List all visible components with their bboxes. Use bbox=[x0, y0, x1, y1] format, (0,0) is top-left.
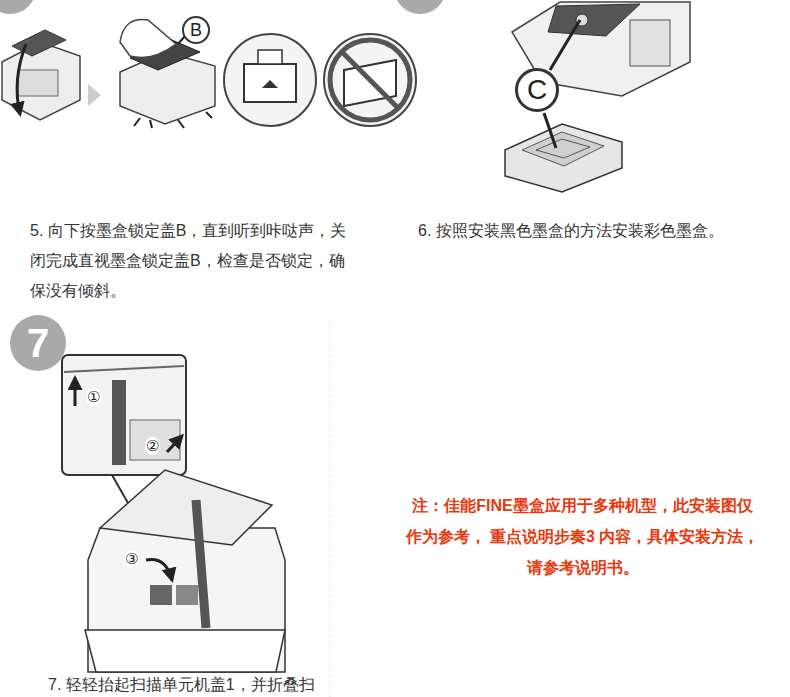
inner-part bbox=[130, 420, 180, 460]
callout-circle: B bbox=[182, 16, 210, 44]
scanner-cover bbox=[100, 470, 272, 545]
cartridge-slot bbox=[630, 20, 670, 66]
magnifier bbox=[224, 34, 316, 126]
step-badge: 7 bbox=[10, 315, 66, 371]
motion-arrow bbox=[17, 44, 26, 114]
lock-cover bbox=[12, 30, 66, 56]
prohibit-ring bbox=[330, 40, 410, 120]
cartridge bbox=[176, 585, 198, 605]
separator bbox=[330, 320, 331, 697]
callout-letter: C bbox=[527, 76, 547, 104]
magnifier bbox=[324, 34, 416, 126]
support-pole bbox=[196, 500, 206, 628]
motion-arrow bbox=[146, 559, 172, 580]
step-text: 6. 按照安装黑色墨盒的方法安装彩色墨盒。 bbox=[418, 216, 748, 246]
leader-line bbox=[550, 20, 580, 70]
paper-tray bbox=[85, 630, 285, 672]
motion-arrow bbox=[74, 378, 77, 406]
step-badge-partial bbox=[0, 0, 36, 14]
cartridge bbox=[150, 585, 172, 605]
lock-tab bbox=[258, 50, 282, 64]
step-text: 5. 向下按墨盒锁定盖B，直到听到咔哒声，关闭完成直视墨盒锁定盖B，检查是否锁定… bbox=[30, 216, 360, 306]
callout-letter: B bbox=[190, 21, 202, 39]
callout-number: ② bbox=[145, 437, 160, 455]
ink-cartridge bbox=[505, 124, 622, 192]
click-mark bbox=[134, 118, 140, 126]
print-head bbox=[522, 132, 604, 166]
lock-cover bbox=[548, 4, 640, 36]
support-pole bbox=[112, 380, 126, 465]
print-head-detail bbox=[536, 139, 590, 158]
callout-circle: C bbox=[515, 68, 559, 112]
lock-cover-detail bbox=[244, 64, 296, 102]
click-mark bbox=[178, 120, 184, 128]
zoom-box bbox=[62, 355, 186, 475]
note-text: 注：佳能FINE墨盒应用于多种机型，此安装图仅作为参考， 重点说明步奏3 内容，… bbox=[405, 490, 760, 583]
callout-number: ① bbox=[86, 388, 101, 406]
leader-line bbox=[544, 113, 556, 148]
step-chevron bbox=[88, 84, 101, 106]
cartridge-holder bbox=[2, 42, 80, 120]
callout-number: ③ bbox=[124, 550, 139, 568]
hand bbox=[120, 19, 176, 57]
motion-arrow bbox=[167, 436, 182, 452]
step-number: 7 bbox=[27, 323, 49, 363]
step-badge-partial bbox=[394, 0, 446, 14]
click-mark bbox=[150, 120, 152, 128]
click-mark bbox=[206, 112, 212, 118]
step-text: 7. 轻轻抬起扫描单元机盖1，并折叠扫 bbox=[48, 675, 315, 695]
cartridge-slot bbox=[18, 70, 58, 96]
prohibit-slash bbox=[342, 52, 398, 108]
scanner-edge bbox=[64, 366, 184, 372]
lock-mark bbox=[262, 80, 278, 88]
